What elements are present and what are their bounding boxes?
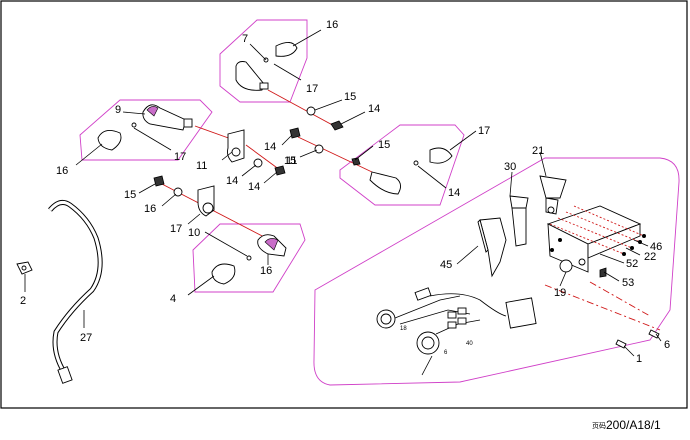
callout: 17 — [478, 125, 490, 137]
callout: 16 — [260, 265, 272, 277]
callout: 15 — [378, 139, 390, 151]
footer-prefix: 页码 — [592, 422, 606, 430]
group-outlines — [79, 19, 680, 386]
callout: 27 — [80, 332, 92, 344]
footer-code: 页码 200/A18/1 — [592, 418, 661, 432]
callout: 53 — [622, 277, 634, 289]
callout: 15 — [344, 91, 356, 103]
footer-code-text: 200/A18/1 — [606, 418, 661, 432]
callout: 4 — [170, 293, 176, 305]
callout: 17 — [170, 223, 182, 235]
switch-components — [477, 175, 642, 278]
callout: 11 — [196, 160, 207, 172]
callout: 16 — [144, 203, 156, 215]
callout: 17 — [306, 83, 318, 95]
callout: 7 — [242, 33, 248, 45]
callout: 14 — [226, 175, 238, 187]
callout: 16 — [326, 19, 338, 31]
cable-2 — [48, 199, 103, 384]
callout: 14 — [368, 103, 380, 115]
turn-signal-assembly-9 — [97, 104, 193, 151]
callout: 6 — [444, 350, 448, 356]
callout: 10 — [188, 227, 200, 239]
callout: 21 — [532, 145, 544, 157]
callout: 2 — [20, 295, 26, 307]
turn-signal-assembly-right — [289, 127, 453, 195]
clip-4 — [16, 261, 33, 275]
callout: 52 — [626, 258, 638, 270]
assembly-lines — [159, 89, 661, 331]
callout: 30 — [504, 161, 516, 173]
callout: 46 — [650, 241, 662, 253]
callout: 15 — [284, 155, 296, 167]
callout: 11 — [286, 155, 297, 167]
callout: 15 — [124, 189, 136, 201]
callout: 19 — [554, 287, 566, 299]
callout: 14 — [448, 187, 460, 199]
terminal-leads — [549, 205, 646, 256]
callout: 17 — [174, 151, 186, 163]
turn-signal-assembly-7 — [235, 42, 344, 131]
callout: 22 — [644, 251, 656, 263]
callout: 40 — [466, 341, 473, 347]
callout: 45 — [440, 259, 452, 271]
callout: 1 — [636, 353, 642, 365]
bolts-6 — [615, 329, 660, 349]
drawing-frame — [0, 0, 688, 409]
callout-labels: 16 7 17 15 14 9 16 17 11 14 15 14 14 15 … — [20, 19, 670, 365]
wiring-harness-1 — [376, 287, 537, 355]
bracket-11-upper — [227, 129, 286, 176]
leader-lines — [24, 29, 662, 376]
callout: 14 — [264, 141, 276, 153]
callout: 6 — [664, 339, 670, 351]
callout: 16 — [56, 165, 68, 177]
callout: 18 — [400, 326, 407, 332]
callout: 14 — [248, 181, 260, 193]
callout: 9 — [115, 104, 121, 116]
